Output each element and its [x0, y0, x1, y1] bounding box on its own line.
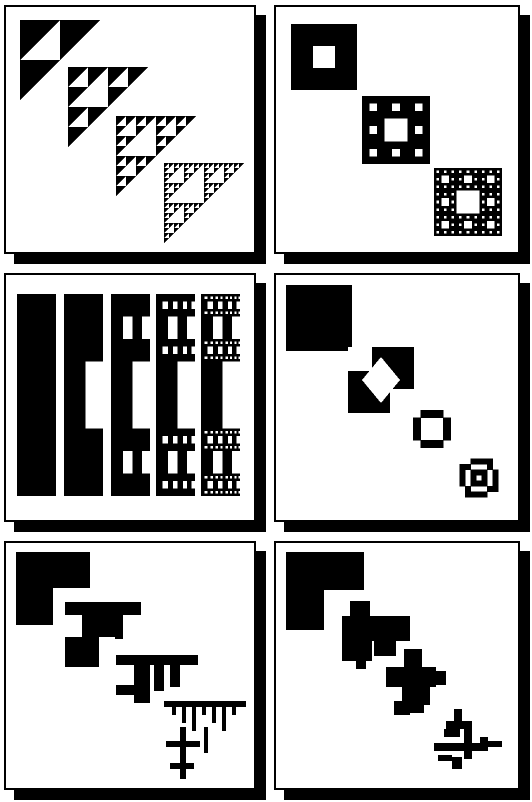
cross-stage-3	[386, 649, 446, 715]
branching-stage-4	[164, 701, 246, 779]
panel-vertical-bars	[4, 273, 266, 532]
sierpinski-triangle-stage-4	[164, 163, 244, 243]
cross-fractal-art	[274, 541, 520, 790]
vertical-bars-art	[4, 273, 256, 522]
sierpinski-carpet-stage-3	[434, 168, 502, 236]
vertical-bars-stage-2	[64, 294, 103, 496]
diamond-stage-1	[286, 285, 352, 351]
cross-stage-4	[434, 709, 502, 769]
panel-cross-fractal	[274, 541, 530, 800]
diamond-stage-3	[413, 410, 451, 448]
vertical-bars-stage-4	[156, 294, 195, 496]
diamond-stage-4	[460, 459, 499, 498]
branching-stage-3	[116, 655, 198, 703]
vertical-bars-stage-5	[201, 294, 240, 496]
panel-sierpinski-carpet	[274, 5, 530, 264]
panel-sierpinski-triangle	[4, 5, 266, 264]
sierpinski-carpet-stage-2	[362, 96, 430, 164]
sierpinski-carpet-art	[274, 5, 520, 254]
vertical-bars-stage-1	[17, 294, 56, 496]
diamond-pattern-art	[274, 273, 520, 522]
vertical-bars-stage-3	[111, 294, 150, 496]
branching-fractal-art	[4, 541, 256, 790]
panel-branching-fractal	[4, 541, 266, 800]
sierpinski-triangle-art	[4, 5, 256, 254]
cross-stage-2	[342, 601, 410, 669]
panel-diamond-pattern	[274, 273, 530, 532]
sierpinski-carpet-stage-1	[291, 24, 357, 90]
diamond-stage-2	[348, 347, 414, 413]
